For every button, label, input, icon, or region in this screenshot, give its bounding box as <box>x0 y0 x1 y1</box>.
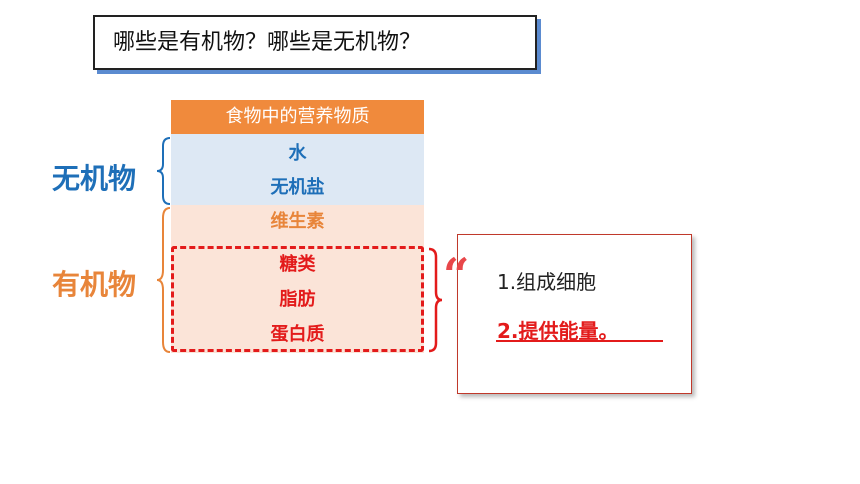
item-water: 水 <box>288 143 307 164</box>
function-line-2-underline <box>496 340 663 342</box>
energy-nutrients: 糖类 脂肪 蛋白质 <box>171 247 424 352</box>
function-line-2: 2.提供能量。 <box>497 319 619 343</box>
item-sugar: 糖类 <box>279 254 316 275</box>
item-inorganic-salt: 无机盐 <box>270 177 325 198</box>
organic-label: 有机物 <box>52 268 137 301</box>
energy-brace <box>428 247 443 353</box>
item-protein: 蛋白质 <box>270 324 325 345</box>
item-vitamin: 维生素 <box>270 211 325 232</box>
inorganic-rows: 水 无机盐 <box>171 134 424 205</box>
organic-rows: 维生素 <box>171 205 424 353</box>
function-callout <box>457 234 692 394</box>
table-header: 食物中的营养物质 <box>171 100 424 134</box>
energy-nutrients-highlight <box>171 246 424 352</box>
organic-brace <box>156 207 171 353</box>
nutrient-table: 食物中的营养物质 水 无机盐 维生素 <box>171 100 424 353</box>
item-fat: 脂肪 <box>279 289 316 310</box>
inorganic-label: 无机物 <box>52 162 137 195</box>
function-line-1: 1.组成细胞 <box>497 270 597 294</box>
question-title: 哪些是有机物？哪些是无机物？ <box>93 15 537 70</box>
inorganic-brace <box>156 137 171 205</box>
quote-mark-icon: “ <box>443 248 470 302</box>
